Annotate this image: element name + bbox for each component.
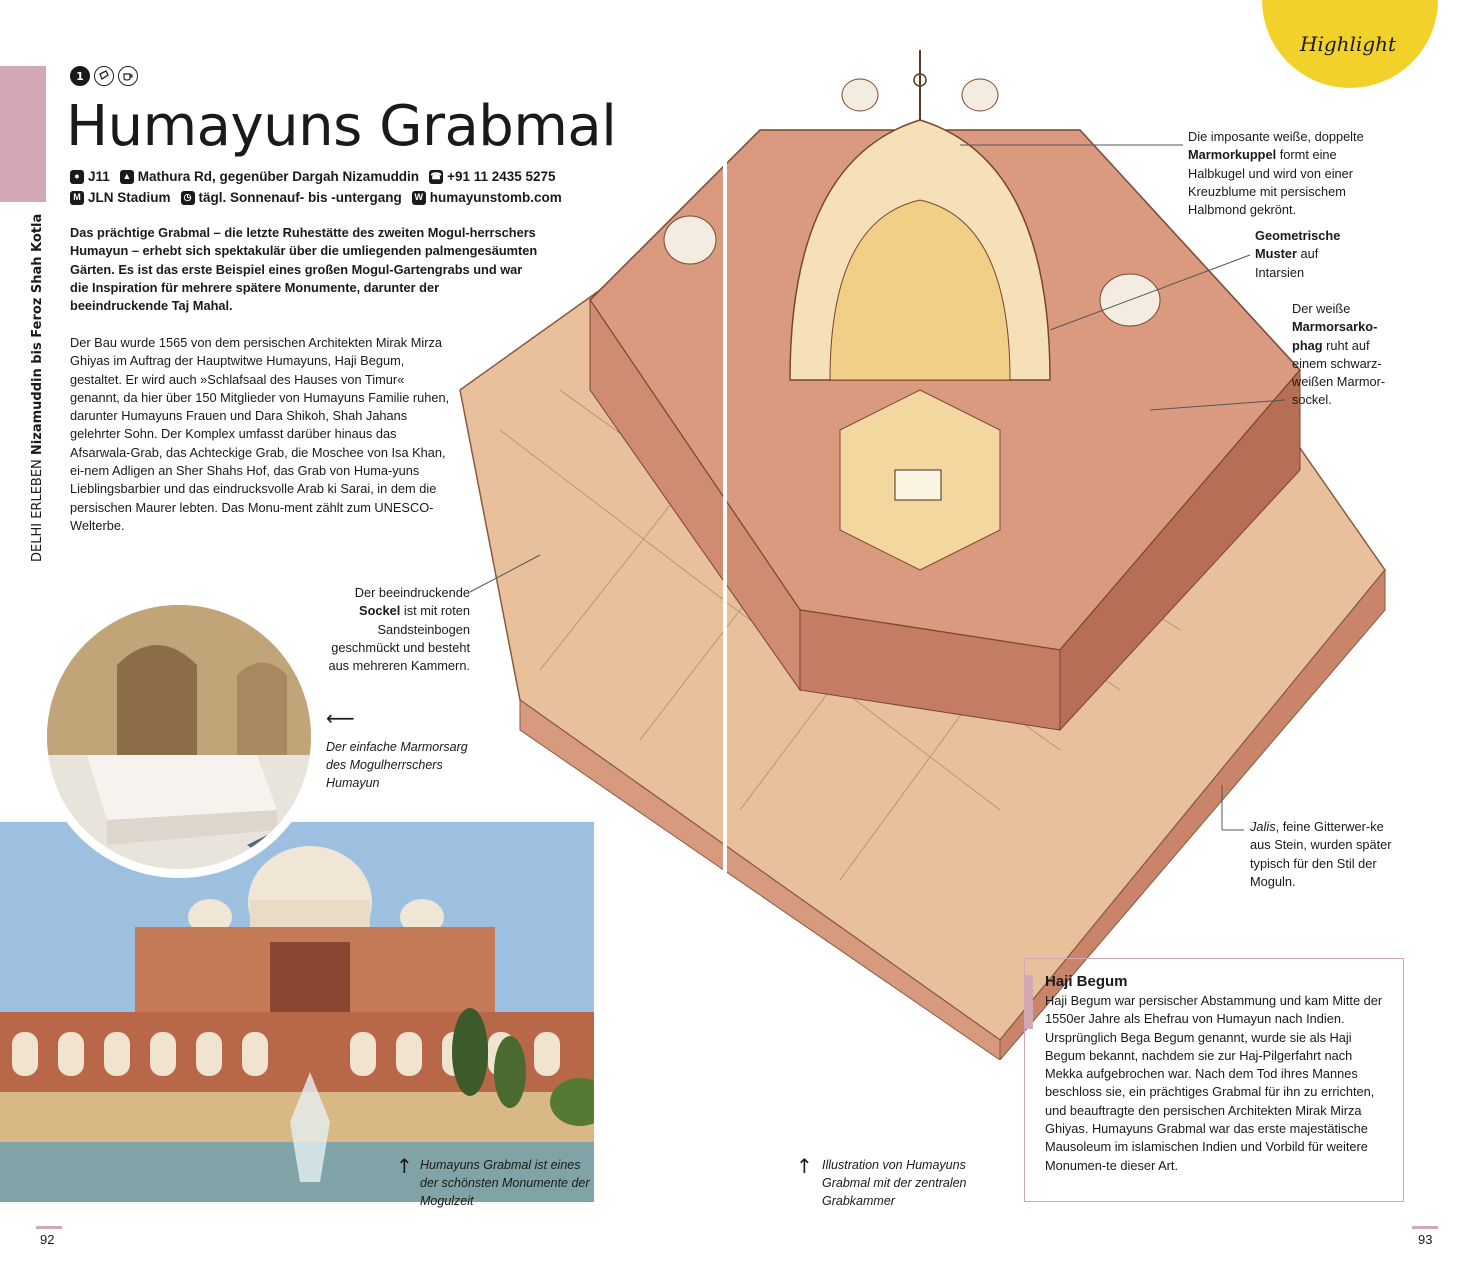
infobox-text: Haji Begum war persischer Abstammung und…: [1045, 993, 1383, 1173]
arrow-up-icon: ↑: [396, 1154, 413, 1178]
section-tab: [0, 66, 46, 202]
ticket-icon: [94, 66, 114, 86]
phone-icon: ☎: [429, 169, 444, 184]
page-number-left: 92: [40, 1232, 55, 1247]
map-pin-icon: ●: [70, 169, 84, 184]
infobox-title: Haji Begum: [1045, 973, 1128, 990]
annotation-plinth: Der beeindruckende Sockel ist mit roten …: [328, 585, 470, 674]
caption-photo: Humayuns Grabmal ist eines der schönsten…: [420, 1158, 590, 1208]
arrow-up-icon: ↑: [796, 1154, 813, 1178]
infobox-haji-begum: Haji Begum Haji Begum war persischer Abs…: [1024, 958, 1404, 1202]
arrow-left-icon: ⟵: [326, 706, 355, 730]
web-icon: W: [411, 190, 426, 205]
location-icon: ▲: [119, 169, 134, 184]
address: Mathura Rd, gegenüber Dargah Nizamuddin: [137, 169, 420, 184]
opening-hours: tägl. Sonnenauf- bis -untergang: [198, 190, 402, 205]
annotation-patterns: Geometrische Muster auf Intarsien: [1255, 228, 1341, 280]
visitor-info: ● J11 ▲Mathura Rd, gegenüber Dargah Nizam…: [70, 166, 562, 208]
page-bar-left: [36, 1226, 62, 1229]
sarcophagus-photo: [38, 596, 320, 878]
metro-station: JLN Stadium: [88, 190, 171, 205]
page-number-right: 93: [1418, 1232, 1433, 1247]
metro-icon: M: [70, 190, 84, 205]
grid-ref: J11: [88, 169, 110, 184]
annotation-dome: Die imposante weiße, doppelte Marmorkupp…: [1188, 129, 1364, 218]
feature-icons: 1: [70, 66, 138, 86]
highlight-label: Highlight: [1300, 32, 1397, 56]
caption-sarcophagus: Der einfache Marmorsarg des Mogulherrsch…: [326, 740, 468, 790]
clock-icon: ◷: [180, 190, 195, 205]
running-header-section: DELHI ERLEBEN: [30, 459, 45, 562]
annotation-jalis: Jalis, feine Gitterwer-ke aus Stein, wur…: [1250, 819, 1392, 889]
phone: +91 11 2435 5275: [447, 169, 556, 184]
running-header-area: Nizamuddin bis Feroz Shah Kotla: [30, 213, 45, 456]
running-header: DELHI ERLEBEN Nizamuddin bis Feroz Shah …: [30, 214, 45, 562]
infobox-accent-bar: [1025, 975, 1033, 1029]
caption-illustration: Illustration von Humayuns Grabmal mit de…: [822, 1158, 967, 1208]
page-bar-right: [1412, 1226, 1438, 1229]
website-link[interactable]: humayunstomb.com: [429, 190, 562, 205]
annotation-sarcophagus: Der weiße Marmorsarko-phag ruht auf eine…: [1292, 301, 1386, 408]
intro-paragraph: Das prächtige Grabmal – die letzte Ruhes…: [70, 225, 538, 314]
page-title: Humayuns Grabmal: [66, 94, 617, 159]
body-paragraph: Der Bau wurde 1565 von dem persischen Ar…: [70, 335, 450, 533]
cafe-icon: [118, 66, 138, 86]
number-icon: 1: [70, 66, 90, 86]
